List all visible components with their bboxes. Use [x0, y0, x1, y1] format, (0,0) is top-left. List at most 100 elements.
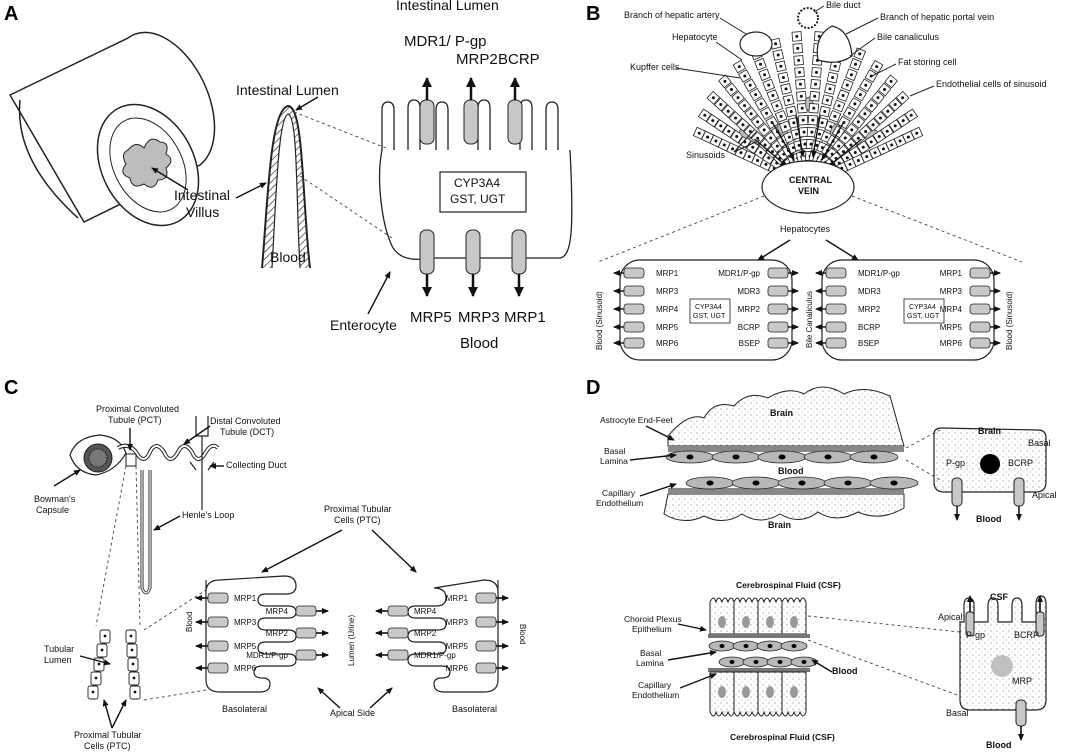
csf-label: CSF	[990, 592, 1009, 602]
blood-sinusoid-right: Blood (Sinusoid)	[1005, 291, 1014, 350]
basolateral-transporter-label: MRP3	[940, 287, 963, 296]
transporter-glyph	[969, 321, 1001, 333]
sinusoid-flow-arrow	[753, 138, 788, 167]
sinusoid-flow-arrow	[795, 114, 806, 158]
basolateral-transporter-label: MRP5	[656, 323, 679, 332]
transporter-glyph	[375, 627, 409, 639]
brain-cell-label: Brain	[978, 426, 1001, 436]
canalicular-transporter-label: BCRP	[858, 323, 880, 332]
basolateral-transporter-label: MRP4	[940, 305, 963, 314]
ptc-apical-label: MRP4	[266, 607, 289, 616]
transporter-glyph	[767, 321, 799, 333]
ptc-baso-label: MRP1	[446, 594, 469, 603]
bile-canaliculus-vertical: Bile Canaliculus	[805, 291, 814, 348]
brain-bottom-label: Brain	[768, 520, 791, 530]
transporter-glyph	[815, 321, 847, 333]
blood-cp-cell-label: Blood	[986, 740, 1012, 750]
endothelial-label: Endothelial cells of sinusoid	[936, 79, 1047, 89]
basal-transporter-label: MRP1	[504, 309, 546, 326]
panel-letter-d: D	[586, 377, 600, 399]
canalicular-transporter-label: BCRP	[738, 323, 760, 332]
transporter-glyph	[375, 605, 409, 617]
basolateral-transporter-label: MRP3	[656, 287, 679, 296]
transporter-glyph	[613, 303, 645, 315]
blood-left-label: Blood	[270, 249, 306, 265]
canalicular-transporter-label: BSEP	[858, 339, 879, 348]
transporter-glyph	[195, 616, 229, 628]
transporter-glyph	[969, 337, 1001, 349]
portal-vein-label: Branch of hepatic portal vein	[880, 12, 994, 22]
ptc-apical-label: MRP2	[414, 629, 437, 638]
bcrp-label: BCRP	[1008, 458, 1033, 468]
blood-bottom-label: Blood	[460, 335, 498, 352]
transporter-glyph	[295, 627, 329, 639]
canalicular-transporter-label: MRP2	[858, 305, 881, 314]
sinusoid-flow-arrow	[821, 123, 844, 161]
bile-canaliculus-label: Bile canaliculus	[877, 32, 940, 42]
cp-nucleus	[991, 655, 1013, 677]
henle-label: Henle's Loop	[182, 510, 234, 520]
transporter-glyph	[815, 337, 847, 349]
blood-left-c: Blood	[185, 612, 194, 632]
tubular-section	[87, 629, 141, 700]
apical-side-label: Apical Side	[330, 708, 375, 718]
bile-duct	[797, 7, 819, 29]
transporter-glyph	[969, 303, 1001, 315]
enzyme-box-left	[689, 298, 731, 324]
transporter-glyph	[295, 649, 329, 661]
basolateral-right: Basolateral	[452, 704, 497, 714]
transporter-glyph	[295, 605, 329, 617]
liver-lobule	[692, 31, 924, 179]
apical-transporter-label: BCRP	[498, 51, 540, 68]
hepatocytes-label: Hepatocytes	[780, 224, 831, 234]
blood-right-c: Blood	[518, 624, 527, 644]
intestine-cylinder	[8, 31, 216, 227]
hepatocyte-label: Hepatocyte	[672, 32, 718, 42]
ptc-apical-label: MRP4	[414, 607, 437, 616]
canalicular-transporter-label: MDR3	[858, 287, 881, 296]
basolateral-transporter-label: MRP1	[656, 269, 679, 278]
bbb-capillary	[663, 386, 919, 521]
transporter-glyph	[195, 662, 229, 674]
enterocyte-label: Enterocyte	[330, 317, 397, 333]
ptc-apical-label: MDR1/P-gp	[414, 651, 456, 660]
transporter-glyph	[767, 337, 799, 349]
transporter-glyph	[475, 640, 509, 652]
basolateral-transporter-label: MRP1	[940, 269, 963, 278]
transporter-glyph	[475, 616, 509, 628]
basal-transporter-label: MRP5	[410, 309, 452, 326]
transporter-glyph	[375, 649, 409, 661]
ptc-apical-label: MRP2	[266, 629, 289, 638]
ptc-baso-label: MRP1	[234, 594, 257, 603]
lumen-villus-label: Intestinal Lumen	[236, 82, 339, 98]
blood-cell-label: Blood	[976, 514, 1002, 524]
transporter-glyph	[815, 303, 847, 315]
panel-d: D Brain Brain Blood Astrocyte End-Feet B…	[586, 377, 1057, 750]
choroid-plexus	[708, 597, 818, 717]
blood-sinusoid-left: Blood (Sinusoid)	[595, 291, 604, 350]
astrocyte-label: Astrocyte End-Feet	[600, 415, 673, 425]
blood-bbb-label: Blood	[778, 466, 804, 476]
brain-top-label: Brain	[770, 408, 793, 418]
transporter-glyph	[195, 640, 229, 652]
transporter-glyph	[475, 592, 509, 604]
basolateral-transporter-label: MRP6	[940, 339, 963, 348]
nephron	[69, 416, 220, 595]
lumen-urine-label: Lumen (Urine)	[347, 615, 356, 666]
ptc-baso-label: MRP3	[446, 618, 469, 627]
sinusoid-flow-arrow	[810, 114, 821, 158]
